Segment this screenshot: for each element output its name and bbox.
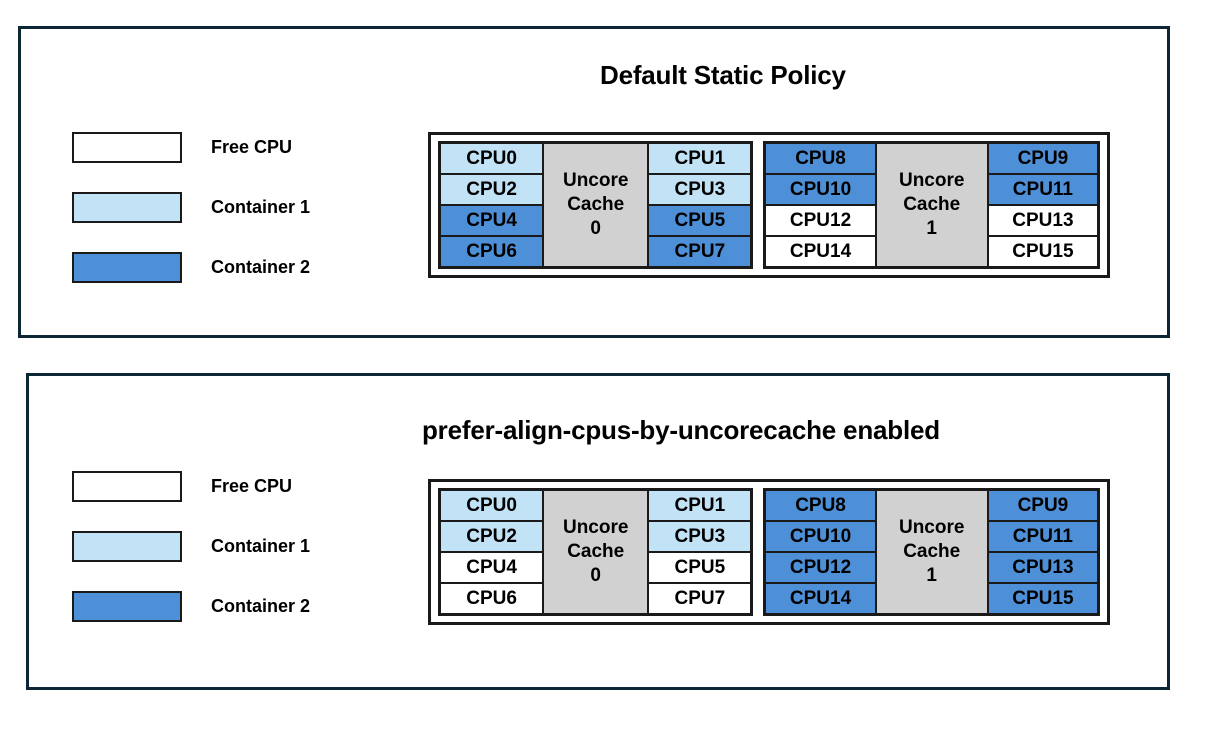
cache-group-1: CPU8 CPU10 CPU12 CPU14 Uncore Cache 1 CP… — [763, 141, 1100, 269]
cpu-cell: CPU6 — [440, 583, 544, 614]
legend-item-free-cpu: Free CPU — [72, 132, 310, 163]
cpu-cell: CPU5 — [648, 205, 752, 236]
legend-label-container-1: Container 1 — [211, 536, 311, 556]
cpu-cell: CPU3 — [648, 521, 752, 552]
legend-item-container-2: Container 2 — [72, 252, 310, 283]
cpu-cell: CPU7 — [648, 236, 752, 267]
cache-group-0: CPU0 CPU2 CPU4 CPU6 Uncore Cache 0 CPU1 … — [438, 141, 754, 269]
cpu-cell: CPU1 — [648, 490, 752, 521]
cache-group-0: CPU0 CPU2 CPU4 CPU6 Uncore Cache 0 CPU1 … — [438, 488, 754, 616]
uncore-cache-line: Cache — [567, 540, 625, 562]
cpu-cell: CPU2 — [440, 174, 544, 205]
cpu-cell: CPU9 — [987, 143, 1098, 174]
legend-swatch-container-2 — [72, 591, 182, 622]
cpu-column-left: CPU0 CPU2 CPU4 CPU6 — [440, 490, 544, 614]
legend-item-container-1: Container 1 — [72, 531, 310, 562]
legend-swatch-container-1 — [72, 531, 182, 562]
legend-label-container-2: Container 2 — [211, 596, 311, 616]
cpu-cell: CPU6 — [440, 236, 544, 267]
cpu-topology-diagram-bottom: CPU0 CPU2 CPU4 CPU6 Uncore Cache 0 CPU1 … — [428, 479, 1110, 625]
cpu-column-left: CPU8 CPU10 CPU12 CPU14 — [765, 490, 876, 614]
cpu-cell: CPU8 — [765, 143, 876, 174]
cpu-column-right: CPU1 CPU3 CPU5 CPU7 — [648, 143, 752, 267]
cpu-cell: CPU13 — [987, 205, 1098, 236]
cpu-cell: CPU2 — [440, 521, 544, 552]
cpu-cell: CPU0 — [440, 143, 544, 174]
cpu-cell: CPU0 — [440, 490, 544, 521]
cpu-cell: CPU15 — [987, 583, 1098, 614]
legend-swatch-container-2 — [72, 252, 182, 283]
uncore-cache-block: Uncore Cache 1 — [875, 143, 988, 267]
legend-swatch-container-1 — [72, 192, 182, 223]
legend-item-container-2: Container 2 — [72, 591, 310, 622]
uncore-cache-line: Uncore — [898, 169, 965, 191]
uncore-cache-line: Cache — [903, 193, 961, 215]
page-title-top: Default Static Policy — [600, 60, 846, 90]
uncore-cache-block: Uncore Cache 0 — [543, 143, 649, 267]
legend-label-container-1: Container 1 — [211, 197, 311, 217]
cpu-topology-diagram-top: CPU0 CPU2 CPU4 CPU6 Uncore Cache 0 CPU1 … — [428, 132, 1110, 278]
legend-item-container-1: Container 1 — [72, 192, 310, 223]
cpu-column-left: CPU0 CPU2 CPU4 CPU6 — [440, 143, 544, 267]
cpu-cell: CPU15 — [987, 236, 1098, 267]
cpu-cell: CPU14 — [765, 583, 876, 614]
cpu-column-right: CPU9 CPU11 CPU13 CPU15 — [987, 143, 1098, 267]
cpu-cell: CPU11 — [987, 521, 1098, 552]
cpu-column-left: CPU8 CPU10 CPU12 CPU14 — [765, 143, 876, 267]
cpu-cell: CPU7 — [648, 583, 752, 614]
cpu-column-right: CPU9 CPU11 CPU13 CPU15 — [987, 490, 1098, 614]
uncore-cache-index: 1 — [926, 565, 937, 587]
cpu-cell: CPU12 — [765, 205, 876, 236]
page-title-bottom: prefer-align-cpus-by-uncorecache enabled — [422, 415, 940, 445]
cpu-cell: CPU11 — [987, 174, 1098, 205]
legend-label-free-cpu: Free CPU — [211, 476, 293, 496]
cpu-cell: CPU14 — [765, 236, 876, 267]
cpu-cell: CPU1 — [648, 143, 752, 174]
cache-group-1: CPU8 CPU10 CPU12 CPU14 Uncore Cache 1 CP… — [763, 488, 1100, 616]
cpu-cell: CPU10 — [765, 521, 876, 552]
uncore-cache-index: 1 — [926, 218, 937, 240]
uncore-cache-block: Uncore Cache 0 — [543, 490, 649, 614]
uncore-cache-index: 0 — [590, 218, 601, 240]
cpu-column-right: CPU1 CPU3 CPU5 CPU7 — [648, 490, 752, 614]
uncore-cache-block: Uncore Cache 1 — [875, 490, 988, 614]
uncore-cache-line: Cache — [903, 540, 961, 562]
uncore-cache-line: Uncore — [562, 516, 629, 538]
cpu-cell: CPU4 — [440, 552, 544, 583]
uncore-cache-index: 0 — [590, 565, 601, 587]
legend-top: Free CPU Container 1 Container 2 — [72, 132, 310, 283]
cpu-cell: CPU8 — [765, 490, 876, 521]
uncore-cache-line: Uncore — [898, 516, 965, 538]
legend-item-free-cpu: Free CPU — [72, 471, 310, 502]
legend-swatch-free-cpu — [72, 471, 182, 502]
legend-swatch-free-cpu — [72, 132, 182, 163]
legend-bottom: Free CPU Container 1 Container 2 — [72, 471, 310, 622]
cpu-cell: CPU9 — [987, 490, 1098, 521]
cpu-cell: CPU12 — [765, 552, 876, 583]
cpu-cell: CPU4 — [440, 205, 544, 236]
legend-label-free-cpu: Free CPU — [211, 137, 293, 157]
cpu-cell: CPU10 — [765, 174, 876, 205]
cpu-cell: CPU5 — [648, 552, 752, 583]
cpu-cell: CPU13 — [987, 552, 1098, 583]
uncore-cache-line: Uncore — [562, 169, 629, 191]
cpu-cell: CPU3 — [648, 174, 752, 205]
uncore-cache-line: Cache — [567, 193, 625, 215]
legend-label-container-2: Container 2 — [211, 257, 311, 277]
